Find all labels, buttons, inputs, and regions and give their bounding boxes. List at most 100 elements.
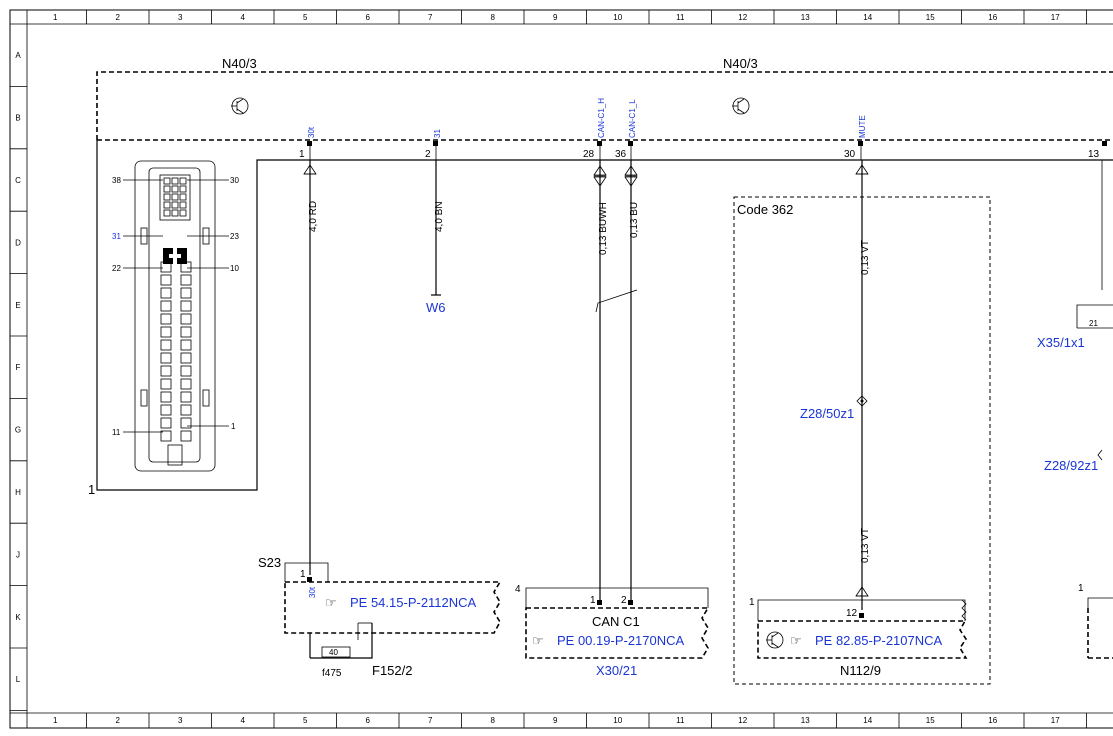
connector-cavity: [160, 339, 172, 351]
module-n40-3-label-left: N40/3: [222, 56, 257, 71]
grid-column-label: 12: [738, 13, 747, 22]
pin-number: 1: [299, 149, 305, 160]
connector-cavity: [163, 209, 171, 217]
connector-cavity: [180, 417, 192, 429]
cavity-label: 30: [230, 176, 239, 185]
connector-cavity: [179, 185, 187, 193]
reference-pe-5415[interactable]: PE 54.15-P-2112NCA: [350, 595, 477, 610]
pin-signal-name: CAN-C1_H: [597, 98, 606, 138]
pin-marker: [307, 141, 1107, 160]
grid-column-label: 4: [241, 716, 246, 725]
grid-column-label: 11: [676, 13, 685, 22]
connector-cavity: [180, 378, 192, 390]
cavity-label: 38: [112, 176, 121, 185]
module-n40-3-boundary: [96, 71, 1113, 140]
connector-cavity: [180, 404, 192, 416]
cavity-label: 11: [112, 428, 121, 437]
connector-cavity: [171, 209, 179, 217]
transistor-icon: [732, 97, 750, 115]
grid-column-label: 1: [53, 716, 58, 725]
splice-z28-50z1-icon: [856, 395, 868, 407]
grid-column-label: 17: [1051, 716, 1060, 725]
module-n40-3-label-right: N40/3: [723, 56, 758, 71]
connector-cavity: [171, 185, 179, 193]
connector-cavity: [160, 352, 172, 364]
pin-signal-name: CAN-C1_L: [628, 99, 637, 138]
connector-cavities: [160, 177, 192, 442]
connector-cavity: [179, 193, 187, 201]
connector-cavity: [160, 300, 172, 312]
n112-9-label: N112/9: [840, 663, 881, 678]
pin-number: 21: [1089, 319, 1098, 328]
grid-row-label: E: [15, 301, 20, 310]
connector-cavity: [160, 287, 172, 299]
connector-cavity: [180, 274, 192, 286]
connector-face-icon: [134, 160, 216, 472]
grid-column-label: 14: [863, 716, 872, 725]
grid-column-label: 14: [863, 13, 872, 22]
grid-column-label: 1: [53, 13, 58, 22]
grid-column-label: 3: [178, 13, 183, 22]
grid-row-label: K: [15, 613, 21, 622]
grid-column-label: 3: [178, 716, 183, 725]
connector-x35-1x1-label: X35/1x1: [1037, 335, 1085, 350]
grid-row-label: L: [16, 675, 21, 684]
grid-column-label: 4: [241, 13, 246, 22]
n112-9-boundary: [757, 620, 968, 659]
splice-z28-50z1-label: Z28/50z1: [800, 406, 854, 421]
reference-link-icon: ☞: [532, 633, 544, 648]
pin-number: 2: [621, 595, 627, 606]
connector-cavity: [180, 339, 192, 351]
grid-column-label: 17: [1051, 13, 1060, 22]
wire-label: 4,0 RD: [308, 201, 319, 232]
pin-signal-name: 30t: [308, 586, 317, 598]
grid-column-label: 12: [738, 716, 747, 725]
grid-row-label: B: [15, 114, 20, 123]
right-corner-number: 1: [1078, 583, 1084, 594]
grid-column-label: 16: [988, 716, 997, 725]
wire-label: 0,13 VT: [860, 240, 871, 275]
connector-cavity: [180, 365, 192, 377]
grid-column-label: 15: [926, 13, 935, 22]
reference-pe-8285[interactable]: PE 82.85-P-2107NCA: [815, 633, 943, 648]
grid-column-label: 6: [366, 13, 371, 22]
connector-cavity: [160, 261, 172, 273]
connector-cavity: [160, 391, 172, 403]
grid-column-label: 9: [553, 716, 558, 725]
connector-cavity: [179, 177, 187, 185]
wire-label: 4,0 BN: [434, 201, 445, 232]
connector-cavity: [180, 391, 192, 403]
pin-number: 30: [844, 149, 856, 160]
connector-cavity: [171, 177, 179, 185]
fuse-f475-label: f475: [322, 668, 342, 679]
pin-signal-name: 31: [433, 129, 442, 138]
grid-column-label: 5: [303, 13, 308, 22]
reference-link-icon: ☞: [325, 595, 337, 610]
grid-row-label: J: [16, 550, 20, 559]
grid-column-label: 11: [676, 716, 685, 725]
fuse-icon: [321, 646, 351, 658]
twisted-pair-icon: [595, 289, 638, 313]
pin-number: 28: [583, 149, 595, 160]
grid-column-label: 2: [116, 13, 121, 22]
connector-cavity: [160, 274, 172, 286]
reference-pe-0019[interactable]: PE 00.19-P-2170NCA: [557, 633, 685, 648]
grid-row-label: C: [15, 176, 21, 185]
connector-cavity: [180, 352, 192, 364]
cavity-label: 22: [112, 264, 121, 273]
connector-cavity: [180, 326, 192, 338]
cavity-label: 23: [230, 232, 239, 241]
reference-link-icon: ☞: [790, 633, 802, 648]
connector-cavity: [160, 378, 172, 390]
pin-number: 13: [1088, 149, 1100, 160]
grid-column-label: 10: [613, 13, 622, 22]
s23-boundary: [284, 581, 502, 634]
wire-label: 0,13 VT: [860, 528, 871, 563]
grid-column-label: 8: [491, 13, 496, 22]
grid-row-label: A: [15, 51, 21, 60]
connector-cavity: [180, 300, 192, 312]
pin-number: 1: [300, 569, 306, 580]
fuse-f152-2-label: F152/2: [372, 663, 412, 678]
connector-cavity: [160, 365, 172, 377]
